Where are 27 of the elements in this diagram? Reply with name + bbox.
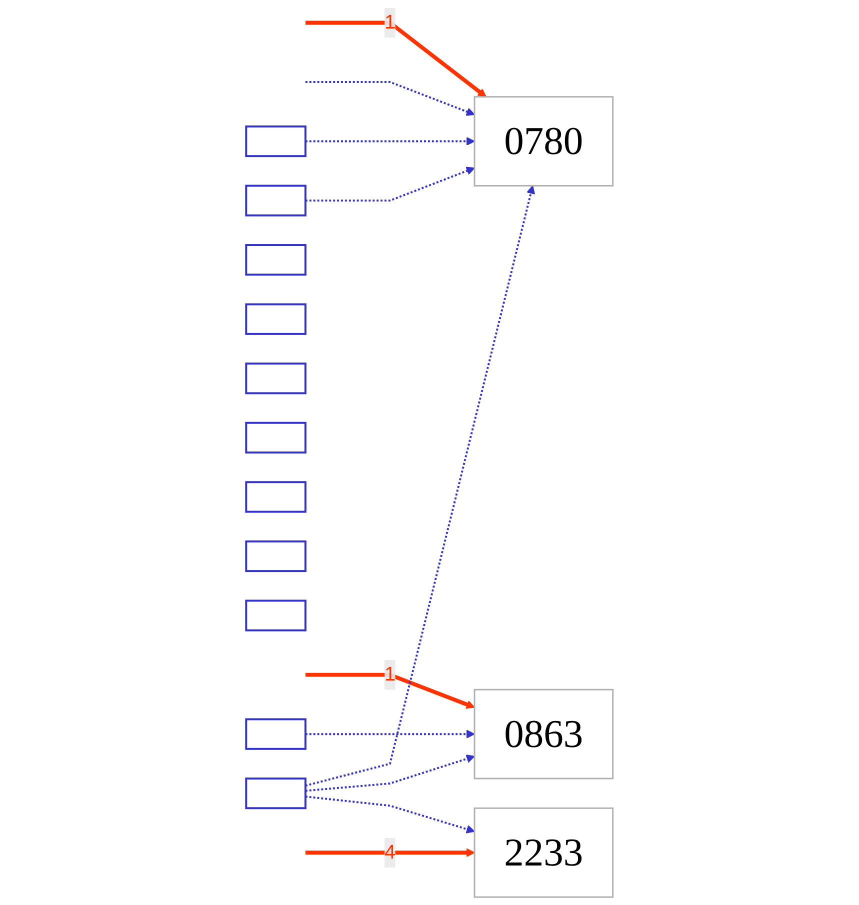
node-box	[245, 481, 306, 513]
arrow	[305, 166, 475, 202]
node-box	[245, 540, 306, 572]
node-box	[245, 778, 306, 810]
arrow	[305, 754, 475, 792]
node-box: 0863	[474, 688, 614, 780]
edge-label: 1	[384, 664, 396, 686]
edge-label: 4	[384, 842, 396, 864]
node-box	[245, 718, 306, 750]
node-box	[245, 303, 306, 335]
arrow	[305, 796, 475, 834]
arrow	[305, 730, 475, 738]
node-box	[245, 184, 306, 216]
node-box	[245, 125, 306, 158]
arrow	[305, 136, 475, 146]
edge-label: 1	[384, 12, 396, 34]
arrow	[305, 20, 486, 98]
arrow	[305, 81, 475, 116]
arrow	[305, 185, 536, 787]
node-box	[245, 244, 306, 276]
node-box	[245, 362, 306, 394]
node-box: 2233	[474, 807, 614, 898]
node-box	[245, 422, 306, 454]
node-box	[245, 600, 306, 632]
arrow	[305, 848, 475, 857]
node-box: 0780	[474, 96, 614, 186]
arrow	[305, 672, 475, 709]
